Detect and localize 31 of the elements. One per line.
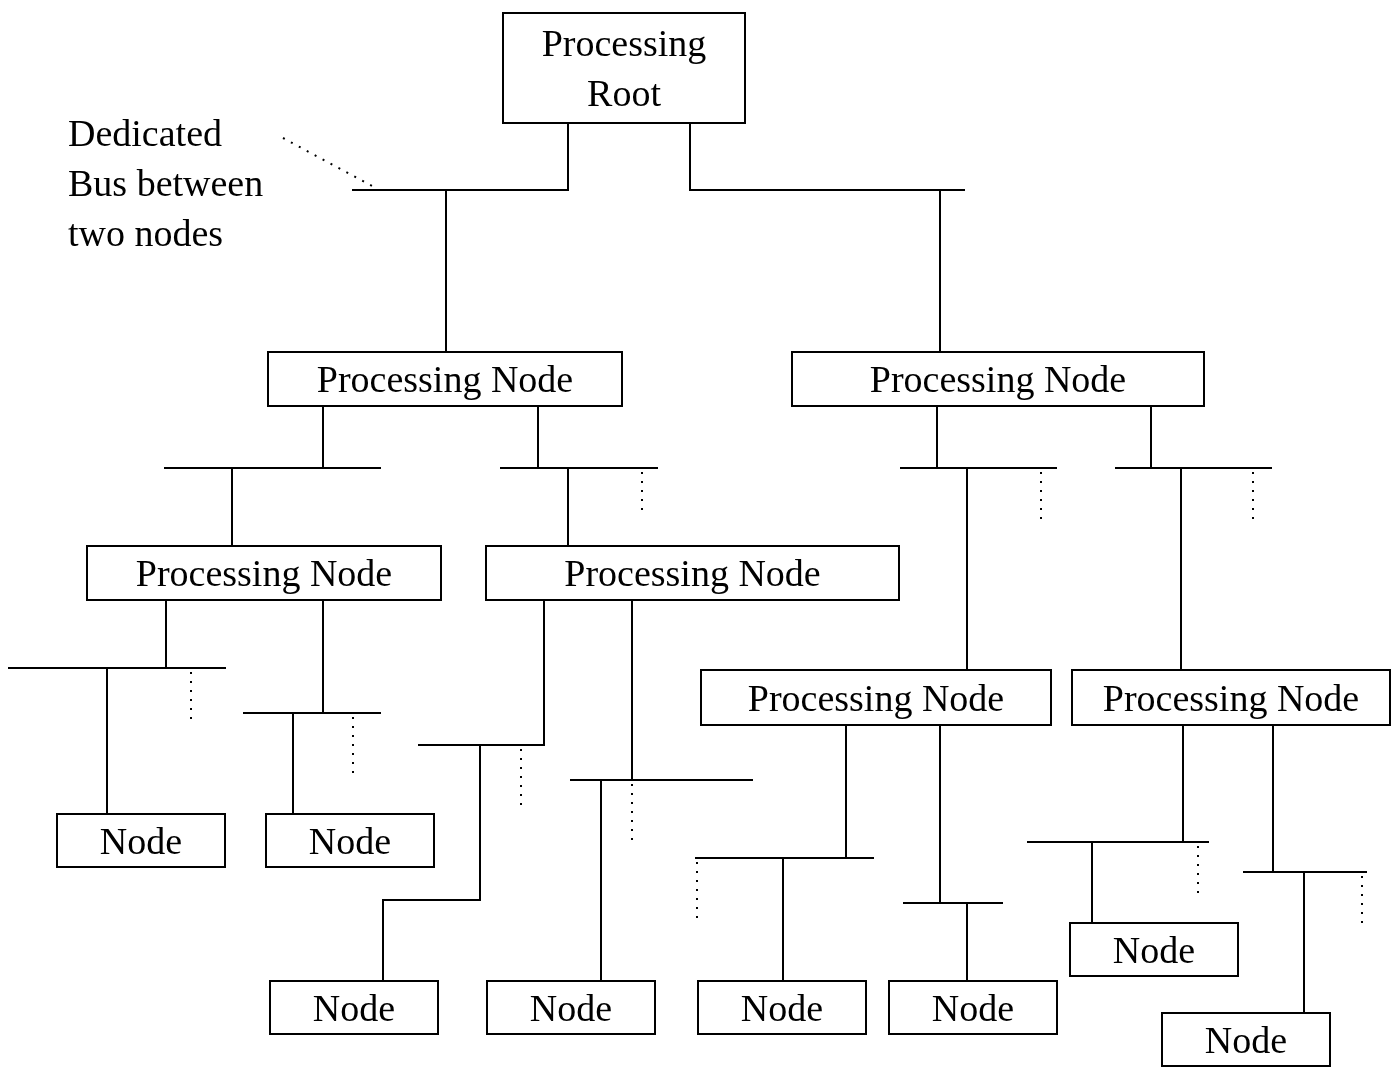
node-box: Node — [265, 813, 435, 868]
node-box: Processing Node — [86, 545, 442, 601]
node-box: Node — [888, 980, 1058, 1035]
node-box: Node — [697, 980, 867, 1035]
connector-line — [537, 406, 569, 546]
annotation-text: Dedicated Bus between two nodes — [68, 108, 283, 258]
connector-line — [1091, 725, 1184, 923]
node-box: Processing Node — [700, 669, 1052, 726]
connector-line — [939, 725, 968, 981]
node-box: Processing Node — [791, 351, 1205, 407]
connector-line — [1150, 406, 1182, 670]
node-box: Processing Node — [267, 351, 623, 407]
connector-line — [782, 725, 847, 981]
node-box: Processing Root — [502, 12, 746, 124]
node-box: Node — [269, 980, 439, 1035]
connector-line — [106, 600, 167, 814]
connector-line — [936, 406, 968, 670]
node-box: Processing Node — [1071, 669, 1391, 726]
node-box: Node — [1161, 1012, 1331, 1067]
node-box: Node — [486, 980, 656, 1035]
connector-line — [600, 600, 633, 981]
leader-line — [282, 137, 373, 187]
connector-line — [292, 600, 324, 814]
connector-line — [445, 123, 569, 352]
node-box: Node — [1069, 922, 1239, 977]
node-box: Processing Node — [485, 545, 900, 601]
connector-line — [231, 406, 324, 546]
connector-line — [382, 600, 545, 981]
node-box: Node — [56, 813, 226, 868]
connector-line — [689, 123, 941, 352]
connector-line — [1272, 725, 1305, 1013]
